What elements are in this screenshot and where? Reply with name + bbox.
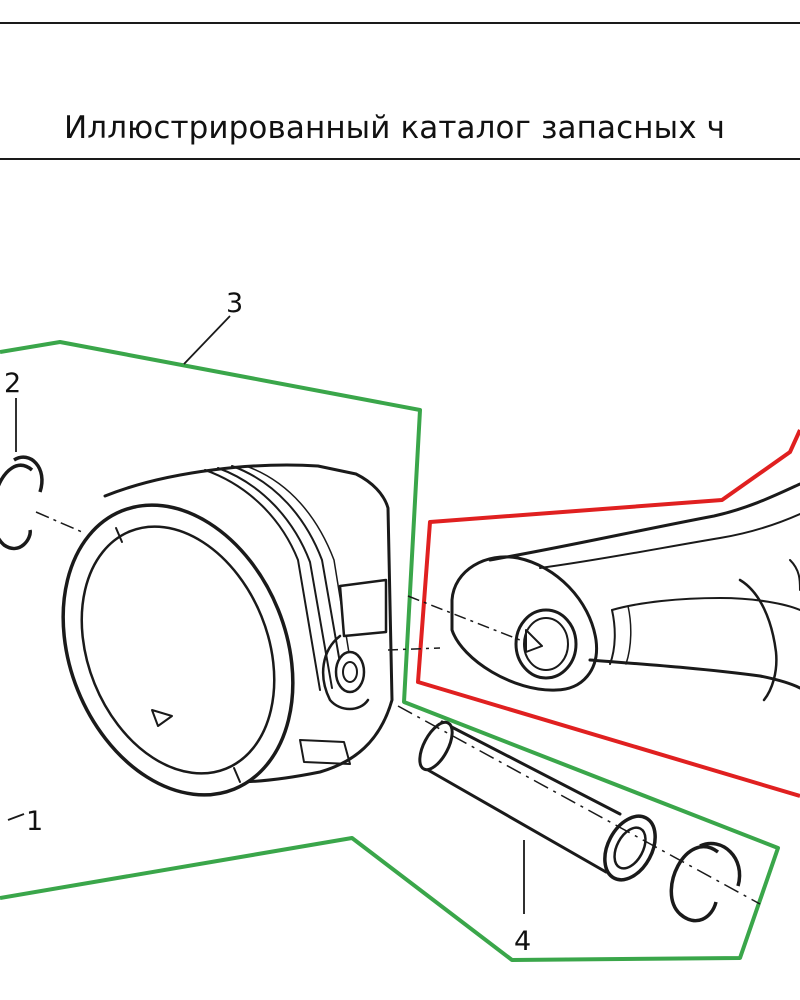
centerline-left — [35, 511, 83, 533]
callout-1: 1 — [26, 806, 43, 837]
connecting-rod — [450, 482, 800, 702]
callout-4: 4 — [514, 926, 531, 957]
top-border-line — [0, 22, 800, 24]
rod-centerline — [407, 595, 521, 641]
catalog-title: Иллюстрированный каталог запасных ч — [64, 110, 726, 146]
rod-centerline-left — [387, 647, 441, 651]
snap-ring-left — [0, 455, 44, 551]
snap-ring-right — [669, 841, 742, 923]
callout-2: 2 — [4, 368, 21, 399]
connecting-rod-outline — [416, 429, 800, 798]
pin-centerline — [397, 705, 761, 905]
leader-lines — [7, 315, 525, 914]
piston-pin — [418, 720, 657, 882]
piston — [61, 463, 394, 797]
piston-assembly-outline — [0, 340, 780, 962]
callout-3: 3 — [226, 288, 243, 319]
title-underline — [0, 158, 800, 160]
